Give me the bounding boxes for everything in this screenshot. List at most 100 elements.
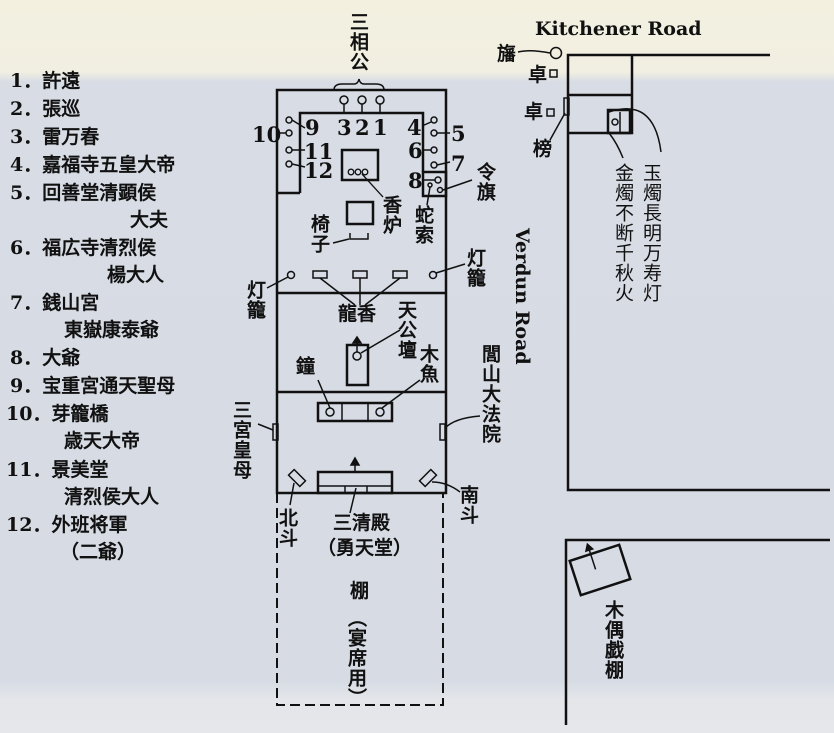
legend-num: 3． — [10, 126, 43, 148]
annex-building — [568, 55, 634, 135]
label-snake-rope: 蛇索 — [412, 205, 434, 245]
label-sanqing: 三清殿 — [333, 512, 391, 534]
chair — [332, 233, 369, 244]
label-sangong: 三宮皇母 — [230, 400, 252, 480]
label-n12: 12 — [304, 158, 334, 183]
label-wooden-fish: 木魚 — [417, 344, 439, 384]
label-n4: 4 — [407, 115, 422, 140]
censer-markers — [347, 168, 384, 198]
label-lantern-right: 灯籠 — [464, 248, 486, 288]
right-altar-box — [421, 170, 448, 198]
legend-name: 外班将軍 — [51, 514, 128, 536]
legend-item: 5．回善堂清顕侯 — [10, 178, 156, 205]
label-lantern-left: 灯籠 — [244, 280, 266, 320]
label-banquet: （宴席用） — [345, 608, 367, 708]
legend-item: 10．芽籠橋 — [6, 399, 108, 426]
legend-item: 7．銭山宮 — [10, 288, 99, 315]
label-table-2: 卓 — [524, 101, 544, 123]
label-chair: 椅子 — [308, 214, 330, 254]
legend-item-cont: 清烈侯大人 — [64, 486, 160, 508]
label-n5: 5 — [451, 121, 466, 146]
legend-item: 3．雷万春 — [10, 122, 99, 149]
label-table-1: 卓 — [528, 64, 548, 86]
wall-plaques — [257, 415, 481, 441]
legend-num: 9． — [10, 375, 43, 397]
bell-drum-bench — [316, 401, 394, 423]
label-bell: 鐘 — [293, 356, 315, 376]
legend-item: 2．張巡 — [10, 94, 80, 121]
legend-num: 4． — [10, 154, 43, 176]
legend-name: 張巡 — [42, 98, 81, 120]
label-nandou: 南斗 — [457, 485, 479, 525]
label-tiangong-altar: 天公壇 — [395, 300, 417, 360]
legend-num: 1． — [10, 70, 43, 92]
legend-name: 回善堂清顕侯 — [42, 182, 157, 204]
label-lushan: 閭山大法院 — [479, 344, 501, 444]
legend-num: 7． — [10, 292, 43, 314]
annex-markers — [517, 46, 662, 159]
legend-num: 8． — [10, 347, 43, 369]
legend-item: 11．景美堂 — [6, 455, 108, 482]
legend-name: 宝重宮通天聖母 — [42, 375, 176, 397]
label-n9: 9 — [305, 115, 320, 140]
legend-item-cont: 東嶽康泰爺 — [64, 319, 160, 341]
legend-item-cont: 楊大人 — [107, 264, 165, 286]
legend-name: 福広寺清烈侯 — [42, 237, 157, 259]
legend-item-cont: （二爺） — [60, 541, 137, 563]
legend-name: 景美堂 — [51, 459, 109, 481]
label-beidou: 北斗 — [276, 508, 298, 548]
label-dragon-incense: 龍香 — [338, 303, 377, 325]
side-deity-markers — [276, 116, 473, 206]
label-n10: 10 — [252, 122, 282, 147]
brace — [333, 78, 385, 91]
road-edge-south — [564, 538, 830, 725]
legend-num: 2． — [10, 98, 43, 120]
label-n3: 3 — [337, 115, 352, 140]
legend-item: 9．宝重宮通天聖母 — [10, 371, 175, 398]
legend-num: 10． — [6, 403, 52, 425]
label-yongtian: （勇天堂） — [317, 537, 413, 559]
label-n2: 2 — [355, 115, 370, 140]
road-verdun: Verdun Road — [511, 228, 533, 365]
legend-item-cont: 歳天大帝 — [64, 430, 141, 452]
label-flag: 令旗 — [474, 162, 496, 202]
legend-name: 雷万春 — [42, 126, 100, 148]
legend-num: 12． — [6, 514, 52, 536]
label-n7: 7 — [451, 151, 466, 176]
bell-fish-markers — [317, 379, 421, 421]
legend-name: 嘉福寺五皇大帝 — [42, 154, 176, 176]
censer-table — [340, 148, 380, 182]
label-n8: 8 — [408, 168, 423, 193]
altar-markers — [351, 329, 401, 361]
label-censer: 香炉 — [380, 195, 402, 235]
label-jade-candle: 玉燭長明万寿灯 — [640, 163, 662, 303]
legend-name: 銭山宮 — [42, 292, 100, 314]
legend-num: 11． — [6, 459, 52, 481]
label-banner: 旛 — [497, 43, 517, 65]
legend-item: 1．許遠 — [10, 66, 80, 93]
label-puppet-stage: 木偶戯棚 — [602, 600, 624, 680]
label-golden-candle: 金燭不断千秋火 — [612, 163, 634, 303]
puppet-stage — [568, 542, 632, 597]
shed-outline — [276, 493, 444, 706]
legend-num: 6． — [10, 237, 43, 259]
label-notice: 榜 — [533, 138, 553, 160]
legend-item: 12．外班将軍 — [6, 510, 127, 537]
lantern-row — [266, 263, 466, 306]
label-n6: 6 — [408, 138, 423, 163]
legend-item: 4．嘉福寺五皇大帝 — [10, 150, 175, 177]
label-shed: 棚 — [350, 580, 370, 602]
legend-item: 6．福広寺清烈侯 — [10, 233, 156, 260]
legend-name: 許遠 — [42, 70, 81, 92]
label-n1: 1 — [373, 115, 388, 140]
legend-item-cont: 大夫 — [130, 209, 169, 231]
label-n11: 11 — [304, 139, 334, 164]
label-sanxianggong: 三相公 — [347, 12, 369, 72]
legend-num: 5． — [10, 182, 43, 204]
sanqing-markers — [287, 456, 461, 514]
deity-1-3-markers — [339, 95, 385, 113]
road-kitchener: Kitchener Road — [535, 18, 702, 40]
legend-item: 8．大爺 — [10, 343, 80, 370]
road-edge-north — [566, 53, 830, 492]
